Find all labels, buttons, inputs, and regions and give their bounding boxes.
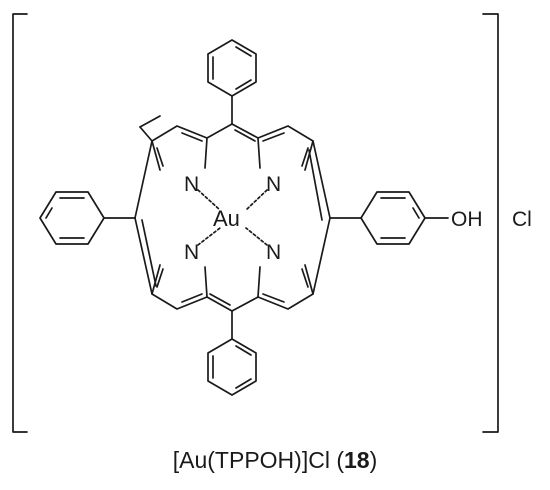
pyrrole-bottom-left <box>151 264 208 310</box>
pyrrole-bottom-right <box>257 264 314 310</box>
hydroxyl-label: OH <box>451 208 483 231</box>
pyrrole-double-bonds <box>156 132 309 303</box>
caption-formula: [Au(TPPOH)]Cl ( <box>172 447 344 473</box>
atom-labels: N N N N Au OH Cl <box>184 173 532 264</box>
right-bracket <box>482 13 499 433</box>
compound-caption: [Au(TPPOH)]Cl (18) <box>0 447 550 474</box>
pyrrole-top-left <box>139 115 208 171</box>
chloride-counter-ion: Cl <box>512 208 532 231</box>
phenyl-bottom <box>207 310 257 396</box>
nitrogen-label: N <box>184 241 199 264</box>
phenyl-top <box>207 39 257 125</box>
gold-label: Au <box>213 206 240 231</box>
caption-close: ) <box>369 447 378 473</box>
left-bracket <box>12 13 28 433</box>
compound-number: 18 <box>343 447 370 473</box>
structure-bonds <box>12 13 499 433</box>
hydroxyphenyl-right <box>329 191 449 245</box>
nitrogen-label: N <box>184 173 199 196</box>
phenyl-left <box>39 191 136 245</box>
pyrrole-top-right <box>257 125 314 171</box>
meso-bridges <box>134 123 331 312</box>
nitrogen-label: N <box>266 241 281 264</box>
coordination-bonds <box>197 189 268 246</box>
nitrogen-label: N <box>266 173 281 196</box>
